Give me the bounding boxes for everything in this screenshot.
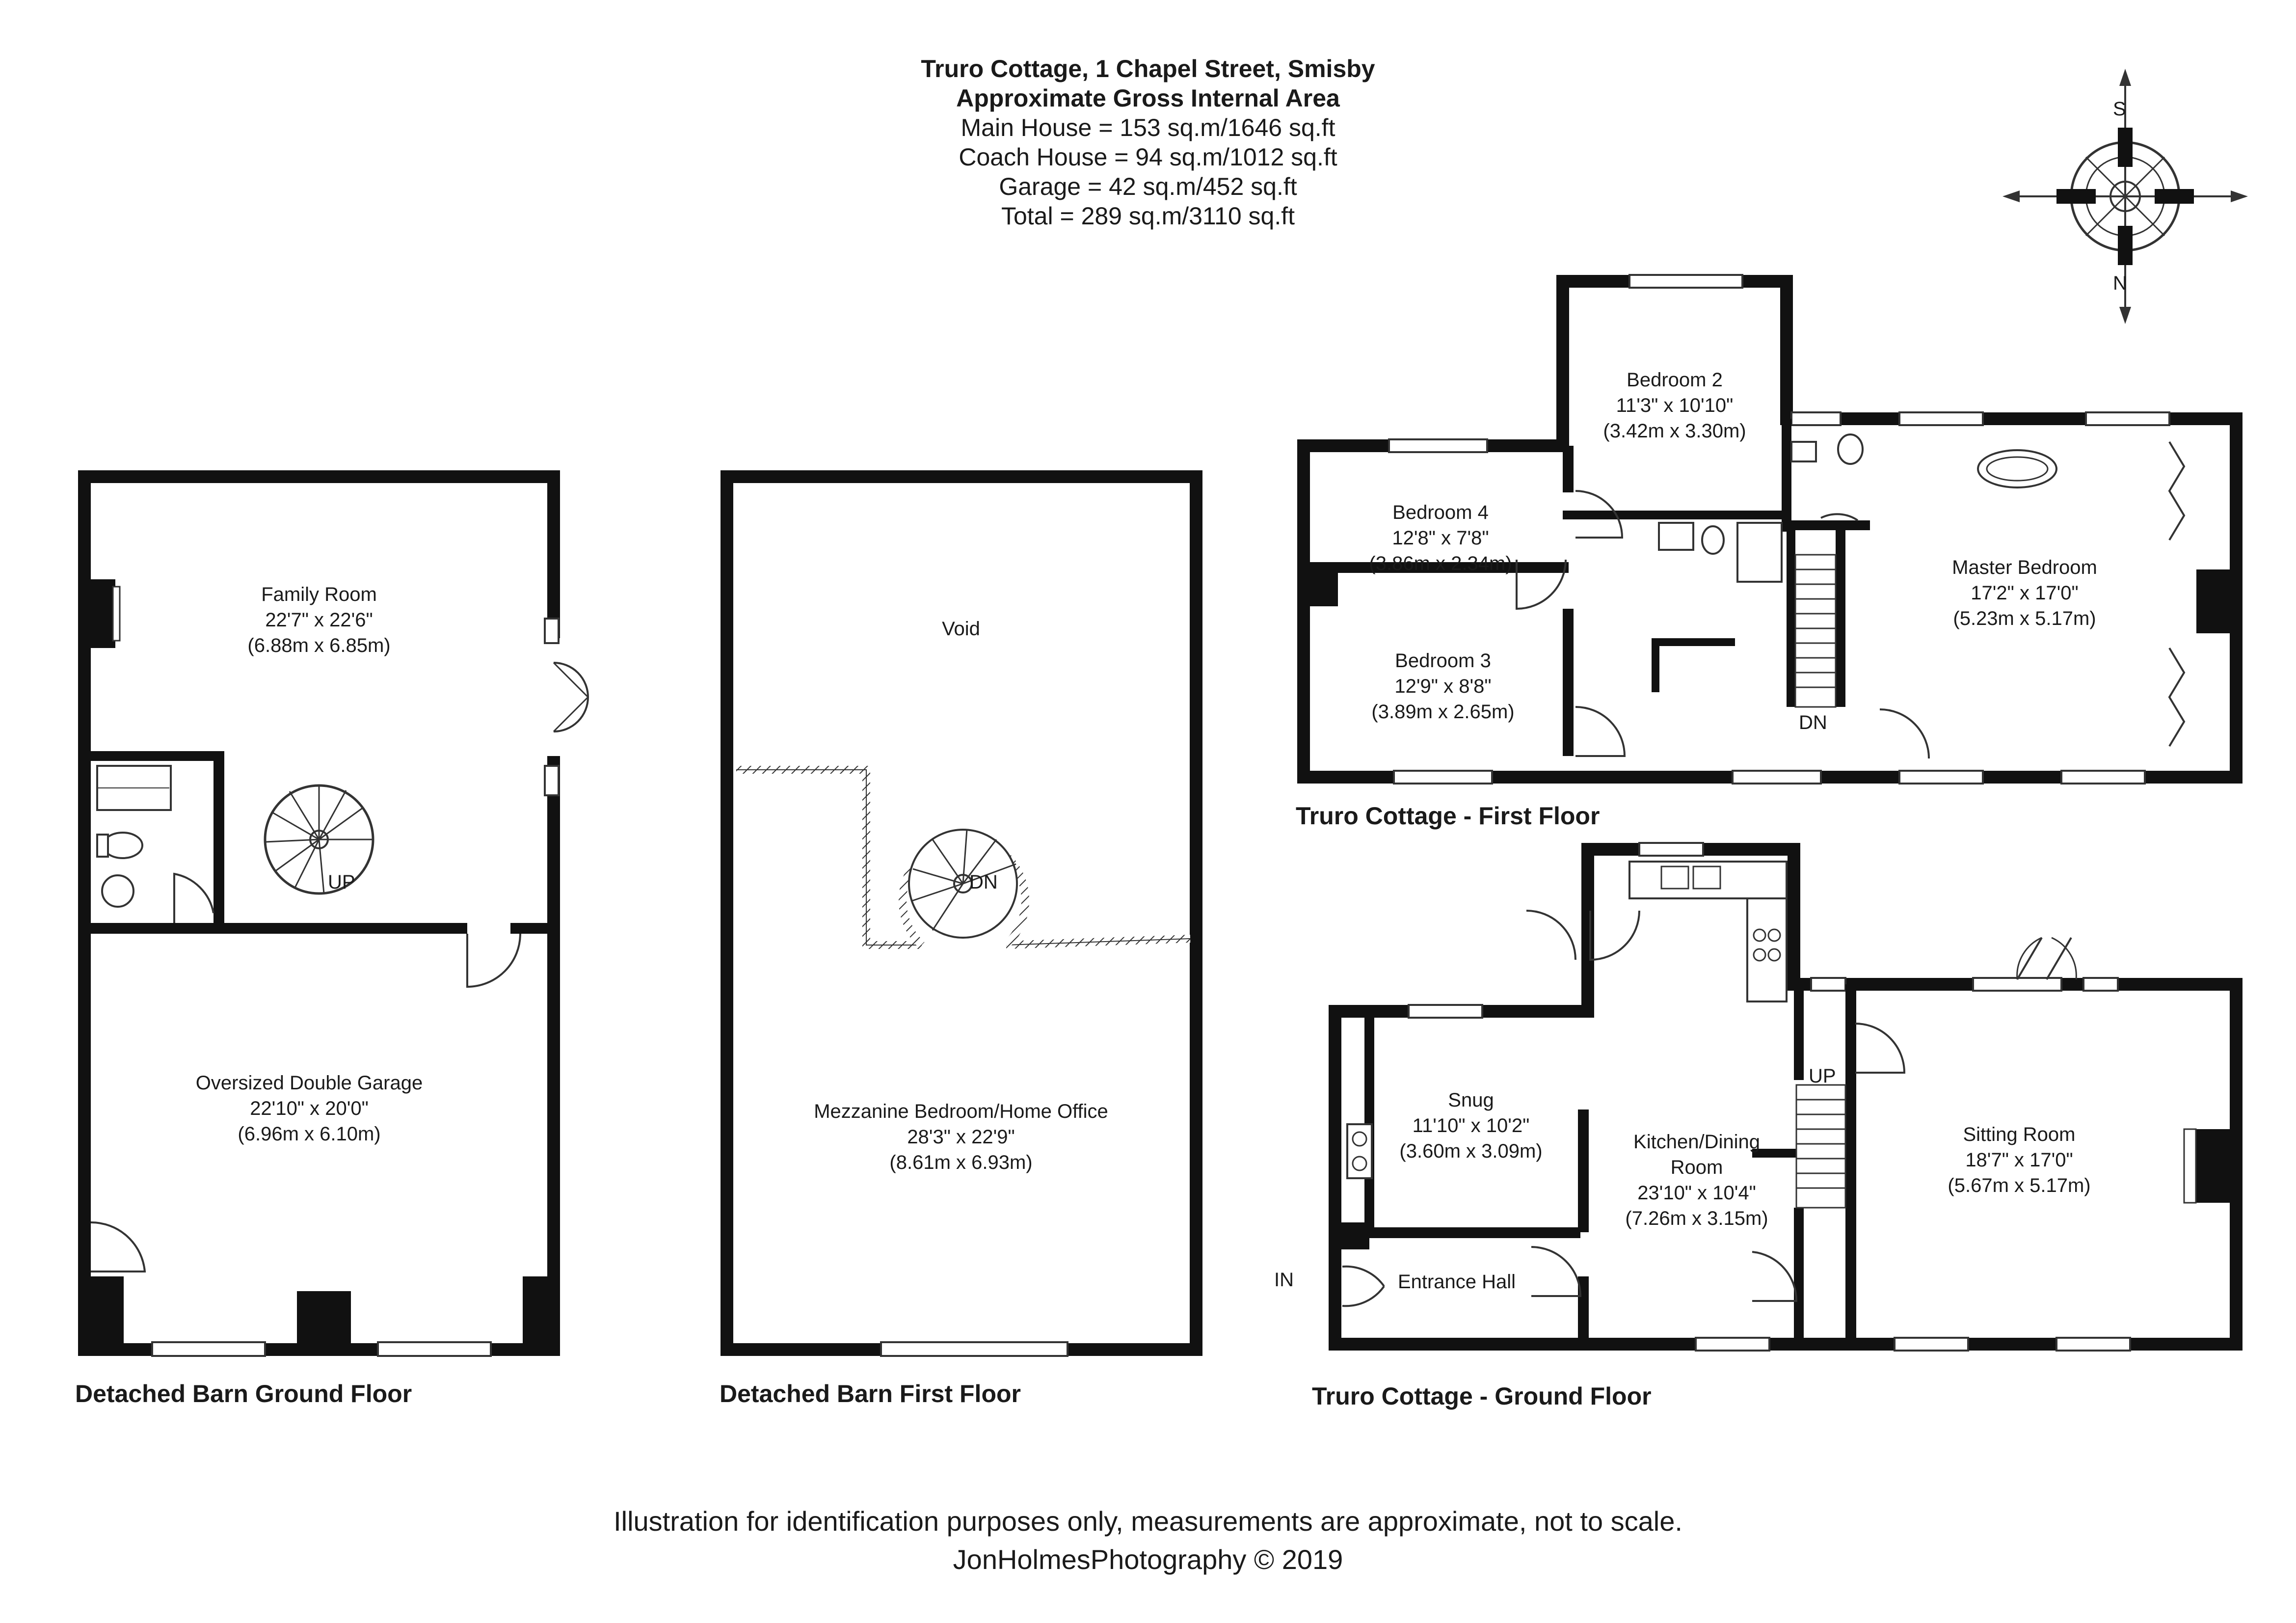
caption-cottage-ground-floor: Truro Cottage - Ground Floor (1312, 1382, 1652, 1410)
room-garage: Oversized Double Garage 22'10" x 20'0" (… (195, 1072, 423, 1145)
room-bedroom-3: Bedroom 3 12'9" x 8'8" (3.89m x 2.65m) (1371, 650, 1515, 723)
footer-credit: JonHolmesPhotography © 2019 (953, 1544, 1343, 1575)
barn-window-right (544, 765, 560, 796)
plan-header: Truro Cottage, 1 Chapel Street, Smisby A… (0, 54, 2296, 231)
footer-disclaimer: Illustration for identification purposes… (614, 1506, 1682, 1537)
compass-south-label: S (2113, 98, 2126, 120)
cottage-first-floor-plan (1297, 274, 2243, 784)
room-master-bedroom: Master Bedroom 17'2" x 17'0" (5.23m x 5.… (1952, 557, 2097, 629)
room-sitting-room: Sitting Room 18'7" x 17'0" (5.67m x 5.17… (1948, 1124, 2091, 1196)
compass-north-label: N (2113, 272, 2127, 294)
barn-stair-up-label: UP (328, 871, 355, 893)
room-family-room: Family Room 22'7" x 22'6" (6.88m x 6.85m… (247, 584, 391, 656)
room-bedroom-2: Bedroom 2 11'3" x 10'10" (3.42m x 3.30m) (1603, 369, 1746, 442)
cottage-ground-stair-up-label: UP (1809, 1065, 1836, 1087)
area-line-garage: Garage = 42 sq.m/452 sq.ft (999, 173, 1297, 200)
barn-ground-window (151, 1341, 266, 1357)
area-heading: Approximate Gross Internal Area (956, 84, 1340, 112)
barn-first-floor-plan (721, 470, 1202, 1357)
area-line-coach-house: Coach House = 94 sq.m/1012 sq.ft (959, 143, 1337, 171)
cottage-first-stair-dn-label: DN (1799, 712, 1827, 733)
caption-cottage-first-floor: Truro Cottage - First Floor (1296, 802, 1600, 830)
barn-stair-dn-label: DN (969, 871, 998, 893)
cottage-ground-stair (1795, 1084, 1846, 1209)
entrance-in-label: IN (1274, 1269, 1294, 1291)
caption-barn-first-floor: Detached Barn First Floor (720, 1380, 1021, 1407)
room-snug: Snug 11'10" x 10'2" (3.60m x 3.09m) (1399, 1089, 1543, 1162)
room-entrance-hall: Entrance Hall (1397, 1271, 1516, 1293)
property-address: Truro Cottage, 1 Chapel Street, Smisby (921, 55, 1375, 82)
barn-first-window (880, 1341, 1068, 1357)
room-void: Void (942, 618, 980, 640)
compass-rose (2002, 69, 2248, 324)
barn-ground-window (377, 1341, 492, 1357)
barn-first-spiral-stair (899, 829, 1029, 948)
barn-window-right (544, 618, 560, 644)
room-bedroom-4: Bedroom 4 12'8" x 7'8" (3.86m x 2.34m) (1369, 502, 1512, 574)
barn-ground-floor-plan (78, 470, 589, 1357)
area-line-main-house: Main House = 153 sq.m/1646 sq.ft (961, 114, 1335, 141)
barn-spiral-stair (264, 784, 374, 895)
room-mezzanine: Mezzanine Bedroom/Home Office 28'3" x 22… (814, 1101, 1108, 1173)
plan-footer: Illustration for identification purposes… (0, 1502, 2296, 1579)
cottage-ground-floor-plan (1329, 842, 2243, 1352)
caption-barn-ground-floor: Detached Barn Ground Floor (75, 1380, 412, 1407)
cottage-first-stair (1794, 554, 1837, 708)
area-line-total: Total = 289 sq.m/3110 sq.ft (1001, 202, 1295, 230)
room-kitchen-dining: Kitchen/Dining Room 23'10" x 10'4" (7.26… (1625, 1131, 1768, 1229)
